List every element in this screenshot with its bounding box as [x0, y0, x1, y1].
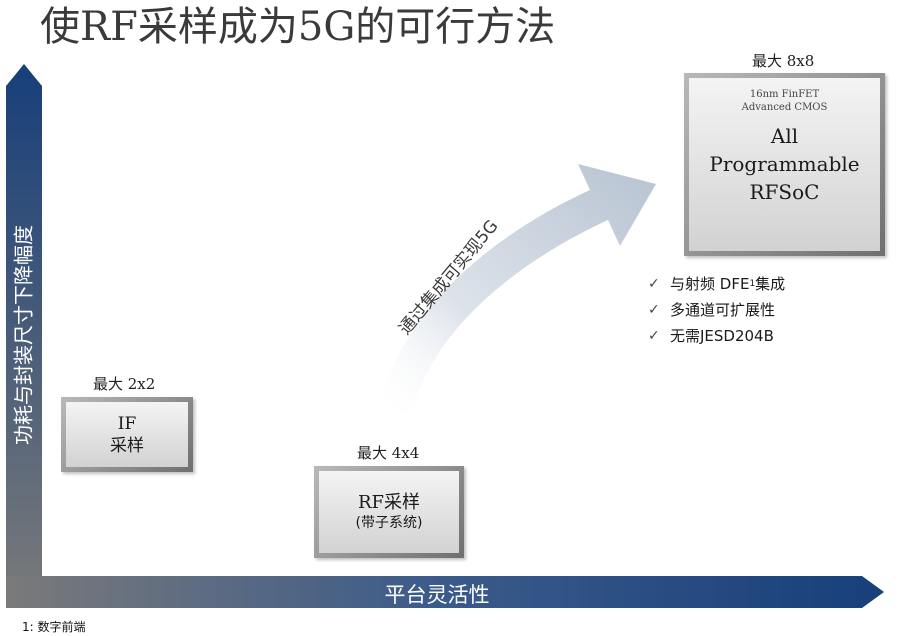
rf-box-line1: RF采样 [357, 491, 421, 513]
feature-item: ✓ 多通道可扩展性 [648, 297, 785, 323]
feature-text: 与射频 DFE [670, 275, 750, 293]
rfsoc-name-line3: RFSoC [749, 180, 820, 204]
feature-suffix: 集成 [755, 275, 786, 293]
feature-text: 无需JESD204B [670, 327, 774, 345]
x-axis-arrow [6, 576, 884, 608]
if-sampling-box: IF 采样 [61, 397, 193, 472]
x-axis-label: 平台灵活性 [384, 583, 490, 607]
if-box-line1: IF [117, 413, 137, 434]
check-icon: ✓ [648, 302, 660, 318]
feature-text: 多通道可扩展性 [670, 301, 776, 319]
footnote-ref: 1 [749, 279, 756, 289]
rfsoc-name-line1: All [770, 124, 799, 148]
rf-size-label: 最大 4x4 [357, 444, 420, 462]
rf-sampling-box: RF采样 (带子系统) [314, 466, 464, 558]
check-icon: ✓ [648, 328, 660, 344]
page-title: 使RF采样成为5G的可行方法 [40, 4, 556, 50]
rfsoc-name-line2: Programmable [709, 152, 860, 176]
y-axis-arrow [6, 64, 42, 606]
y-axis-label: 功耗与封装尺寸下降幅度 [11, 225, 36, 445]
rfsoc-tech-line1: 16nm FinFET [749, 89, 820, 100]
check-icon: ✓ [648, 276, 660, 292]
footnote: 1: 数字前端 [22, 620, 86, 634]
rfsoc-size-label: 最大 8x8 [752, 52, 815, 70]
rfsoc-box: 16nm FinFET Advanced CMOS All Programmab… [684, 73, 885, 256]
rf-box-line2: (带子系统) [355, 514, 423, 531]
if-box-line2: 采样 [110, 435, 144, 456]
growth-arrow [380, 164, 656, 412]
if-size-label: 最大 2x2 [93, 375, 156, 393]
feature-item: ✓ 无需JESD204B [648, 323, 785, 349]
rfsoc-tech-line2: Advanced CMOS [741, 102, 828, 113]
